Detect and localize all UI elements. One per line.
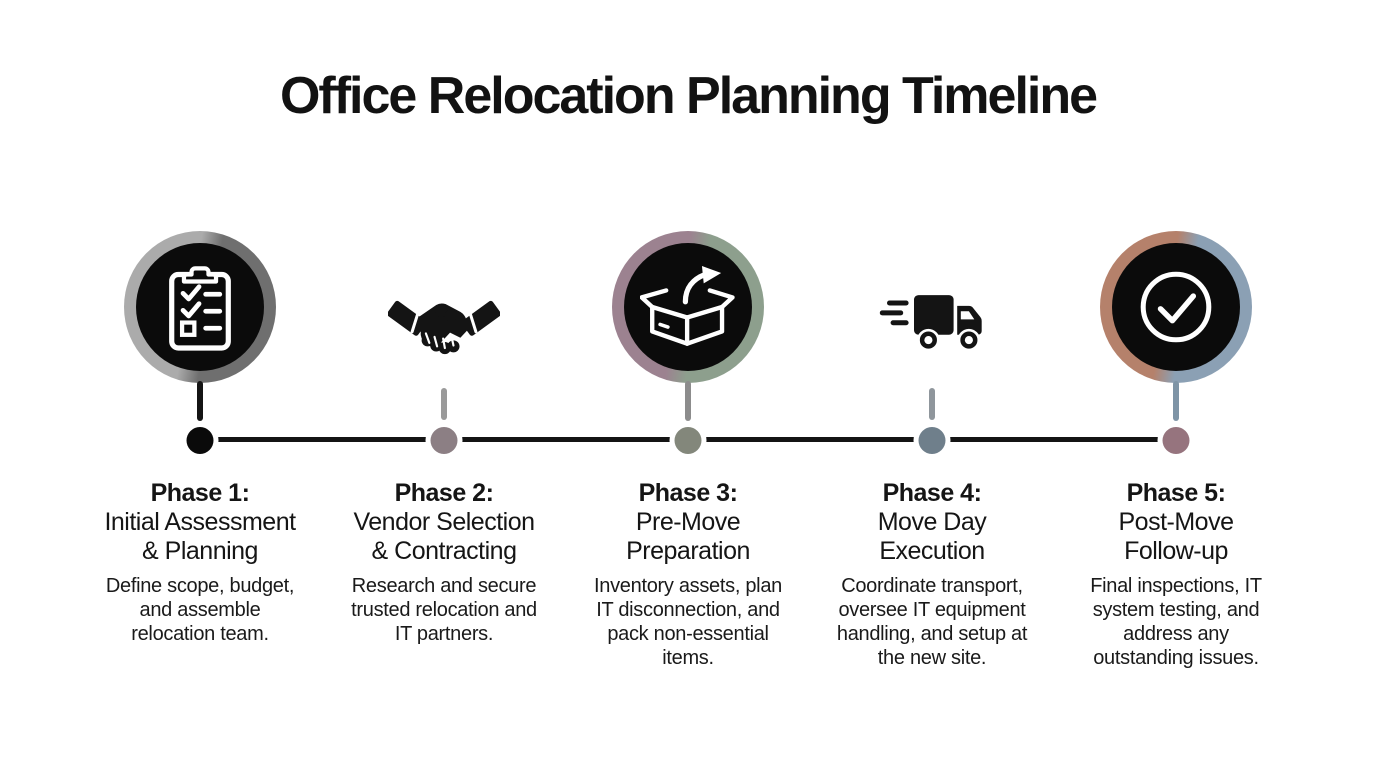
phase-label: Phase 2: bbox=[394, 479, 494, 507]
phase-5-icon-zone bbox=[1054, 231, 1298, 383]
phase-text-block: Phase 2: Vendor Selection & Contracting … bbox=[319, 479, 569, 646]
timeline-dot bbox=[674, 427, 702, 454]
phase-label: Phase 1: bbox=[150, 479, 250, 507]
phase-icon-ring bbox=[1100, 231, 1252, 383]
phase-label: Phase 4: bbox=[882, 479, 982, 507]
phase-column-1: Phase 1: Initial Assessment & Planning D… bbox=[78, 231, 322, 701]
page-title: Office Relocation Planning Timeline bbox=[279, 67, 1098, 125]
delivery-truck-icon bbox=[879, 295, 982, 352]
phase-icon-ring bbox=[124, 231, 276, 383]
phase-3-icon-zone bbox=[566, 231, 810, 383]
timeline-dot bbox=[918, 427, 946, 454]
phase-title: Pre-Move Preparation bbox=[626, 508, 750, 565]
phase-title: Post-Move Follow-up bbox=[1118, 508, 1234, 565]
phase-text-block: Phase 3: Pre-Move Preparation Inventory … bbox=[563, 479, 813, 670]
phase-title: Vendor Selection & Contracting bbox=[353, 508, 535, 565]
phase-column-4: Phase 4: Move Day Execution Coordinate t… bbox=[810, 231, 1054, 701]
connector-stem bbox=[685, 381, 691, 421]
phase-4-icon-zone bbox=[810, 231, 1054, 383]
phase-label: Phase 3: bbox=[638, 479, 738, 507]
check-circle-icon bbox=[1140, 271, 1212, 343]
phase-text-block: Phase 4: Move Day Execution Coordinate t… bbox=[807, 479, 1057, 670]
timeline-dot bbox=[1162, 427, 1190, 454]
phase-column-5: Phase 5: Post-Move Follow-up Final inspe… bbox=[1054, 231, 1298, 701]
phase-icon-circle bbox=[624, 243, 752, 371]
phase-text-block: Phase 1: Initial Assessment & Planning D… bbox=[75, 479, 325, 646]
phase-icon-circle bbox=[1112, 243, 1240, 371]
phase-label: Phase 5: bbox=[1126, 479, 1226, 507]
clipboard-checklist-icon bbox=[169, 266, 231, 351]
phase-title: Move Day Execution bbox=[877, 508, 987, 565]
phase-description: Final inspections, IT system testing, an… bbox=[1090, 575, 1262, 669]
timeline-dot bbox=[186, 427, 214, 454]
phase-text-block: Phase 5: Post-Move Follow-up Final inspe… bbox=[1051, 479, 1301, 670]
open-box-arrow-icon bbox=[640, 265, 735, 346]
connector-stem bbox=[929, 388, 935, 420]
phases-row: Phase 1: Initial Assessment & Planning D… bbox=[78, 231, 1298, 701]
phase-description: Coordinate transport, oversee IT equipme… bbox=[836, 575, 1028, 669]
phase-title: Initial Assessment & Planning bbox=[104, 508, 296, 565]
phase-description: Inventory assets, plan IT disconnection,… bbox=[594, 575, 782, 669]
connector-stem bbox=[197, 381, 203, 421]
phase-description: Research and secure trusted relocation a… bbox=[351, 575, 537, 645]
connector-stem bbox=[441, 388, 447, 420]
phase-icon-circle bbox=[136, 243, 264, 371]
phase-column-2: Phase 2: Vendor Selection & Contracting … bbox=[322, 231, 566, 701]
phase-icon-ring bbox=[612, 231, 764, 383]
timeline-dot bbox=[430, 427, 458, 454]
handshake-icon bbox=[388, 300, 500, 355]
connector-stem bbox=[1173, 381, 1179, 421]
phase-1-icon-zone bbox=[78, 231, 322, 383]
phase-description: Define scope, budget, and assemble reloc… bbox=[105, 575, 295, 645]
phase-column-3: Phase 3: Pre-Move Preparation Inventory … bbox=[566, 231, 810, 701]
phase-2-icon-zone bbox=[322, 231, 566, 383]
